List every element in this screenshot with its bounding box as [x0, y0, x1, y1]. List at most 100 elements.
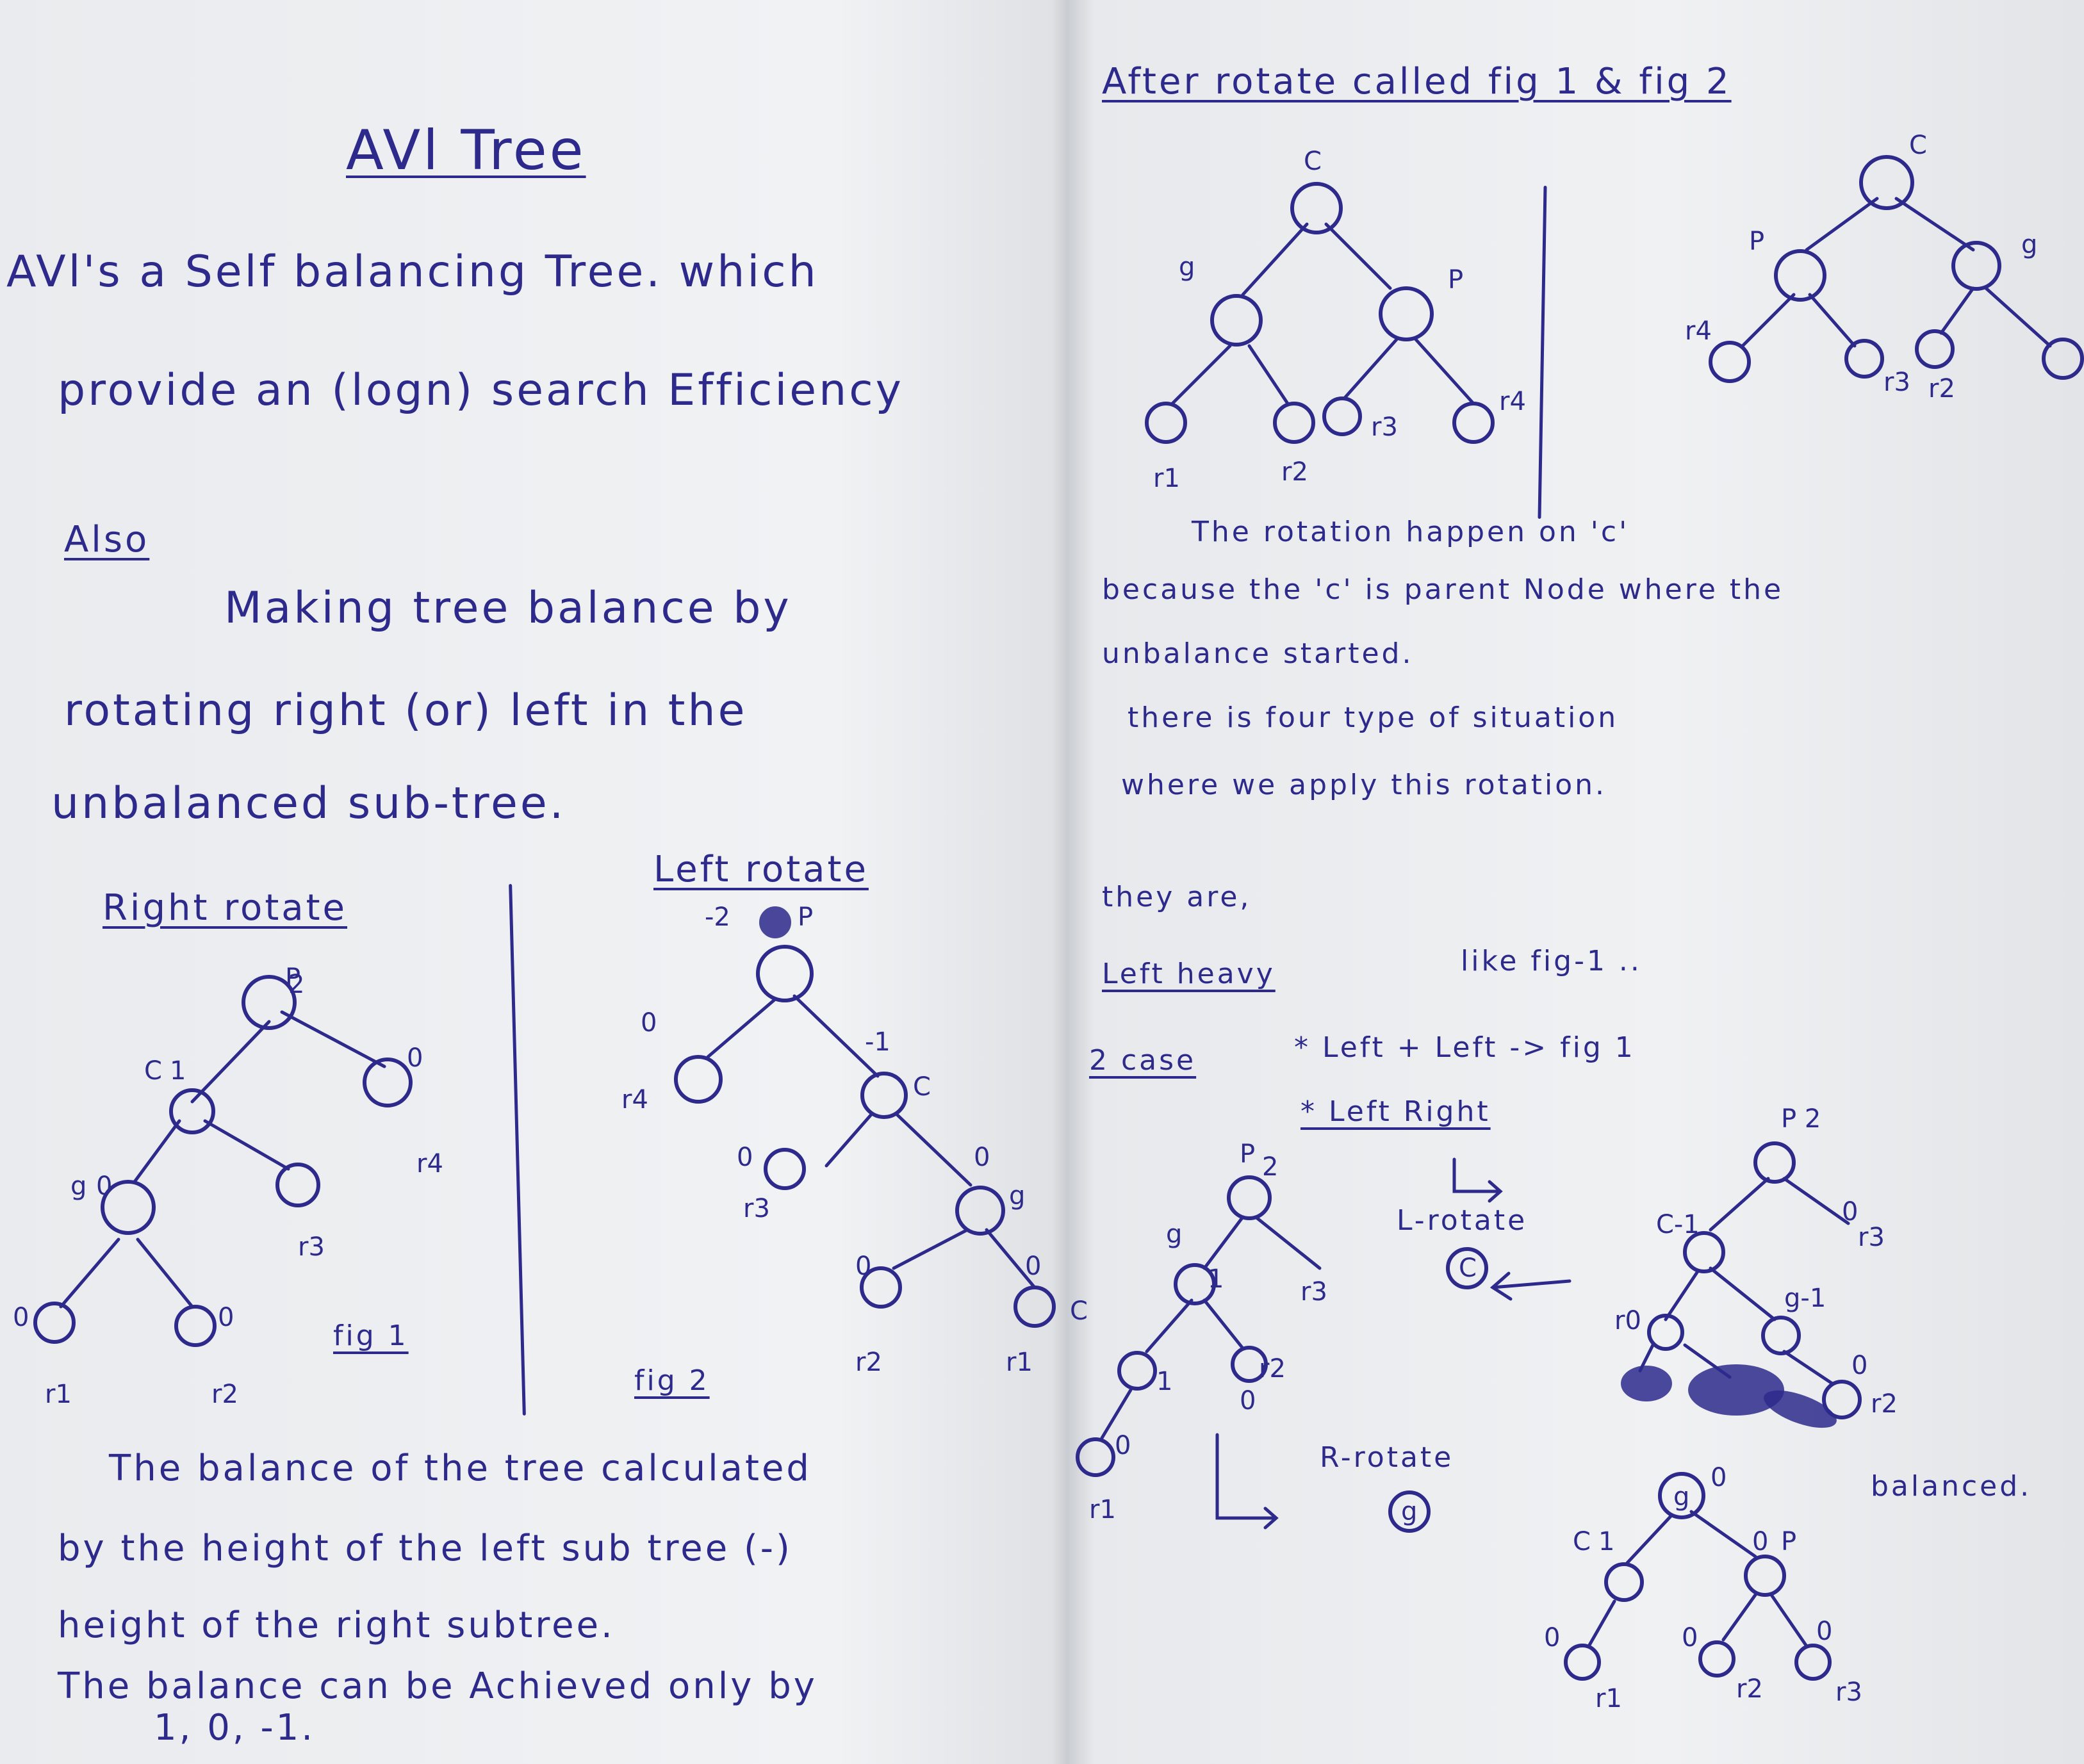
- also-label: Also: [64, 519, 150, 560]
- node-label-P: P: [798, 902, 813, 932]
- balance-P: 2: [1262, 1152, 1278, 1182]
- left-arrow-icon: [1489, 1271, 1571, 1301]
- balance-C: C-1: [1656, 1210, 1700, 1239]
- tree-node-g: [955, 1186, 1005, 1236]
- page-title: AVl Tree: [346, 118, 586, 183]
- balance-C: 1: [1598, 1527, 1614, 1556]
- tree-node-r0: [1647, 1314, 1684, 1351]
- node-label-r3: r3: [1300, 1277, 1327, 1307]
- svg-text:C: C: [1459, 1254, 1477, 1283]
- intro-line-2: provide an (logn) search Efficiency: [58, 365, 904, 416]
- node-label-g: g: [1673, 1482, 1689, 1512]
- tree-node-C: [860, 1072, 908, 1119]
- situation-line-2: where we apply this rotation.: [1121, 769, 1607, 801]
- lr-case-tree: P 2 g 1 r3 C 1 r2 0 0 r1: [1070, 1139, 1327, 1524]
- balance-r2: 0: [1851, 1351, 1867, 1380]
- node-label-r3: r3: [1883, 368, 1910, 397]
- also-line-1: Making tree balance by: [224, 583, 792, 633]
- balance-C: -1: [865, 1027, 890, 1057]
- scribble-mark: [1688, 1364, 1784, 1416]
- tree-node-C: [1117, 1351, 1157, 1391]
- right-rotate-tree: P C g r4 r3 r1 r2 2 1 0 0 0 0: [13, 963, 443, 1409]
- tree-node-r3: [1794, 1644, 1832, 1681]
- tree-node-r2: [1273, 402, 1315, 444]
- node-label-C: C: [1573, 1527, 1591, 1556]
- fig2-label: fig 2: [634, 1364, 710, 1397]
- node-label-P: P: [285, 963, 300, 993]
- node-label-r4: r4: [1499, 387, 1526, 416]
- node-label-C: C: [1304, 147, 1322, 176]
- balance-P: 0: [1752, 1527, 1768, 1556]
- node-label-r1: r1: [1153, 464, 1180, 493]
- node-label-r2: r2: [1928, 374, 1955, 404]
- balance-r3: 0: [1816, 1617, 1832, 1646]
- node-label-r3: r3: [1858, 1223, 1885, 1252]
- tree-node-r2: [860, 1266, 902, 1309]
- tree-node-g: [1210, 294, 1263, 347]
- note-line-1: The rotation happen on 'c': [1192, 516, 1630, 548]
- fig1-label: fig 1: [333, 1319, 409, 1352]
- tree-node-r2: [1698, 1640, 1735, 1678]
- l-rotate-node-C: C: [1446, 1247, 1488, 1289]
- tree-node-r1: [1013, 1286, 1056, 1328]
- also-line-3: unbalanced sub-tree.: [51, 778, 566, 829]
- node-label-P: P: [1448, 265, 1463, 295]
- tree-node-C: [169, 1088, 215, 1134]
- node-label-C: C: [1909, 131, 1927, 160]
- tree-node-g: [1658, 1472, 1705, 1519]
- tree-node-P: [1774, 249, 1826, 302]
- situation-line-3: they are,: [1102, 881, 1252, 913]
- node-label-r1: r1: [1006, 1348, 1033, 1377]
- tree-node-r3: [275, 1163, 320, 1207]
- cases-label: 2 case: [1089, 1044, 1197, 1077]
- balance-line-5: 1, 0, -1.: [154, 1707, 316, 1749]
- case-left-right: * Left Right: [1300, 1095, 1491, 1128]
- scribble-mark: [1764, 1390, 1837, 1428]
- node-label-P: P 2: [1781, 1104, 1821, 1134]
- tree-node-g: [1174, 1263, 1216, 1305]
- node-label-g: g: [2021, 230, 2037, 259]
- balance-r4: 0: [407, 1043, 423, 1073]
- balance-r2: 0: [218, 1303, 234, 1332]
- tree-node-r3: [1322, 396, 1362, 436]
- right-rotate-title: Right rotate: [103, 887, 348, 929]
- node-label-r1: r1: [45, 1380, 72, 1409]
- tree-node-r4: [363, 1058, 413, 1107]
- like-fig-label: like fig-1 ..: [1461, 945, 1642, 977]
- tree-node-C: [1290, 182, 1343, 234]
- tree-node-r4: [674, 1055, 723, 1104]
- balance-g: 0: [96, 1172, 112, 1201]
- node-label-r2: r2: [1259, 1354, 1286, 1384]
- tree-node-r4: [1452, 402, 1495, 444]
- tree-node-C: [1683, 1231, 1725, 1273]
- after-rotate-header: After rotate called fig 1 & fig 2: [1102, 61, 1732, 102]
- node-label-r2: r2: [1281, 457, 1308, 487]
- tree-node-P: [756, 945, 814, 1002]
- balance-P: 2: [288, 970, 304, 999]
- node-label-r2: r2: [855, 1348, 882, 1377]
- node-label-r4: r4: [1685, 316, 1712, 346]
- note-line-2: because the 'c' is parent Node where the: [1102, 573, 1784, 606]
- balance-g: 0: [974, 1143, 990, 1172]
- balance-C: 1: [1156, 1367, 1172, 1396]
- tree-node-r1: [1564, 1644, 1601, 1681]
- l-rotate-arrow: [1452, 1157, 1503, 1203]
- node-label-C: C: [144, 1056, 162, 1086]
- left-rotate-tree: P -2 r4 0 C -1 r3 0 g 0 0 0 r2 r1: [621, 902, 1056, 1377]
- node-label-P: P: [1240, 1139, 1255, 1169]
- node-label-r3: r3: [1835, 1678, 1862, 1707]
- tree-node-r2: [174, 1305, 217, 1347]
- tree-node-P: [1227, 1175, 1272, 1220]
- balanced-tree: g 0 C 1 P 0 0 r1 0 r2 0 r3: [1544, 1463, 1862, 1713]
- scribble-mark: [759, 906, 791, 938]
- tree-node-P: [1744, 1555, 1786, 1597]
- node-label-g: g: [1166, 1220, 1182, 1249]
- node-label-r3: r3: [743, 1194, 770, 1223]
- balance-r1: 0: [1025, 1252, 1041, 1281]
- balance-line-3: height of the right subtree.: [58, 1605, 615, 1646]
- node-label-r2: r2: [211, 1380, 238, 1409]
- svg-text:g: g: [1401, 1497, 1417, 1526]
- node-label-r4: r4: [621, 1085, 648, 1115]
- node-label-g: g: [70, 1172, 86, 1201]
